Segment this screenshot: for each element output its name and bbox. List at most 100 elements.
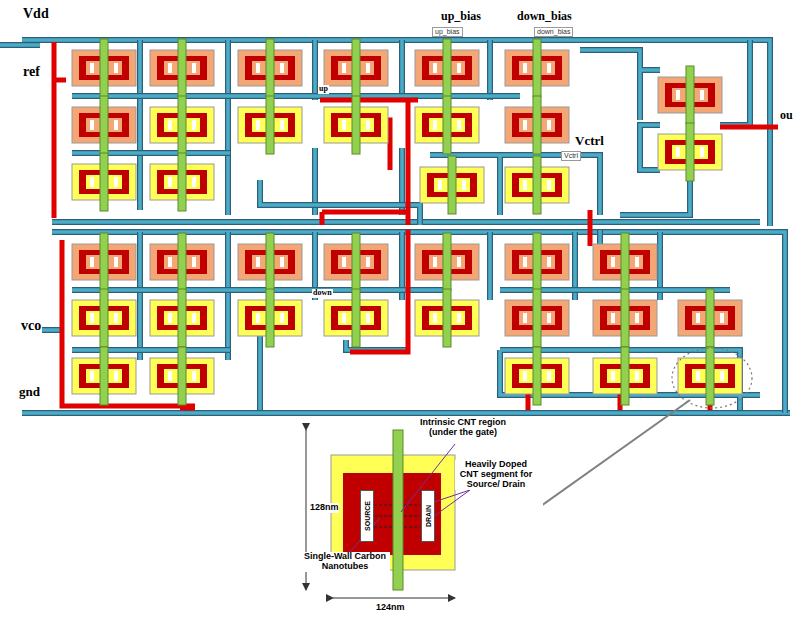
transistor-layer [72, 39, 742, 405]
pin-label: ref [22, 64, 41, 79]
pin-label: down_bias [516, 10, 573, 23]
net-tag: up_bias [432, 27, 463, 37]
source-contact [611, 257, 615, 267]
dimension-label: 124nm [376, 603, 405, 613]
source-contact [256, 120, 260, 130]
gate [100, 153, 108, 211]
source-contact [342, 120, 346, 130]
gate [621, 347, 629, 405]
drain-contact [114, 120, 118, 130]
inset-cnt-region [343, 473, 441, 555]
gate [266, 289, 274, 347]
contact-label: DRAIN [425, 505, 432, 527]
metal-wire [22, 40, 770, 226]
source-contact [168, 63, 172, 73]
source-contact [696, 313, 700, 323]
metal-wire [500, 290, 760, 410]
drain-contact [114, 63, 118, 73]
source-contact [523, 120, 527, 130]
gate [533, 289, 541, 347]
gate [178, 347, 186, 405]
inset-illustration [288, 348, 752, 618]
source-contact [168, 120, 172, 130]
source-contact [676, 147, 680, 157]
gate [686, 66, 694, 124]
pin-label: ou [779, 109, 794, 122]
gate [100, 233, 108, 291]
rail-label: gnd [18, 385, 41, 399]
gate [443, 289, 451, 347]
callout-label: Single-Wall Carbon Nanotubes [300, 552, 390, 572]
source-contact [523, 63, 527, 73]
source-contact [523, 313, 527, 323]
gate [100, 96, 108, 154]
source-contact [696, 371, 700, 381]
drain-contact [192, 120, 196, 130]
source-contact [90, 371, 94, 381]
drain-contact [114, 257, 118, 267]
gate [443, 96, 451, 154]
gate [352, 39, 360, 97]
inset-ground [288, 418, 543, 618]
gate [533, 233, 541, 291]
metal-wire-edge [140, 232, 402, 360]
source-contact [90, 177, 94, 187]
source-contact [90, 63, 94, 73]
gate [352, 233, 360, 291]
gate [352, 289, 360, 347]
metal-wire-edge [140, 40, 490, 160]
net-tag: Vctrl [561, 151, 581, 161]
red-wire [180, 178, 530, 408]
metal-wire [140, 40, 490, 160]
metal-wire-edge [40, 230, 600, 330]
drain-contact [547, 257, 551, 267]
drain-contact [192, 177, 196, 187]
metal-wire-edge [500, 290, 760, 410]
metal-wire [140, 232, 402, 360]
gate [100, 39, 108, 97]
net-label: up [318, 85, 329, 94]
drain-contact [192, 371, 196, 381]
gate [448, 156, 456, 214]
gate [352, 96, 360, 154]
drain-contact [280, 63, 284, 73]
source-contact [168, 257, 172, 267]
drain-contact [462, 180, 466, 190]
drain-contact [547, 180, 551, 190]
drain-contact [280, 120, 284, 130]
source-contact [256, 63, 260, 73]
pin-label: Vctrl [574, 134, 605, 148]
source-contact [168, 177, 172, 187]
metal-wire-edge [260, 180, 420, 225]
source-contact [433, 63, 437, 73]
red-wire [320, 100, 418, 225]
metal-wire-edge [72, 96, 520, 153]
drain-contact [457, 257, 461, 267]
source-contact [433, 313, 437, 323]
source-contact [90, 120, 94, 130]
gate [533, 96, 541, 154]
pin-label: vco [20, 318, 42, 333]
dimension-line [333, 598, 455, 599]
contact-box: DRAIN [421, 490, 435, 542]
metal-wire [580, 40, 750, 125]
source-contact [256, 257, 260, 267]
drain-contact [700, 147, 704, 157]
source-contact [342, 313, 346, 323]
gate [686, 123, 694, 181]
metal-wire [260, 180, 420, 225]
drain-contact [366, 120, 370, 130]
source-contact [611, 371, 615, 381]
wire-layer [0, 40, 790, 413]
drain-contact [192, 313, 196, 323]
source-contact [611, 313, 615, 323]
drain-contact [720, 371, 724, 381]
gate [706, 347, 714, 405]
drain-contact [635, 313, 639, 323]
gate [266, 39, 274, 97]
gate [533, 39, 541, 97]
gate [178, 39, 186, 97]
drain-contact [547, 313, 551, 323]
gate [266, 233, 274, 291]
gate [706, 289, 714, 347]
